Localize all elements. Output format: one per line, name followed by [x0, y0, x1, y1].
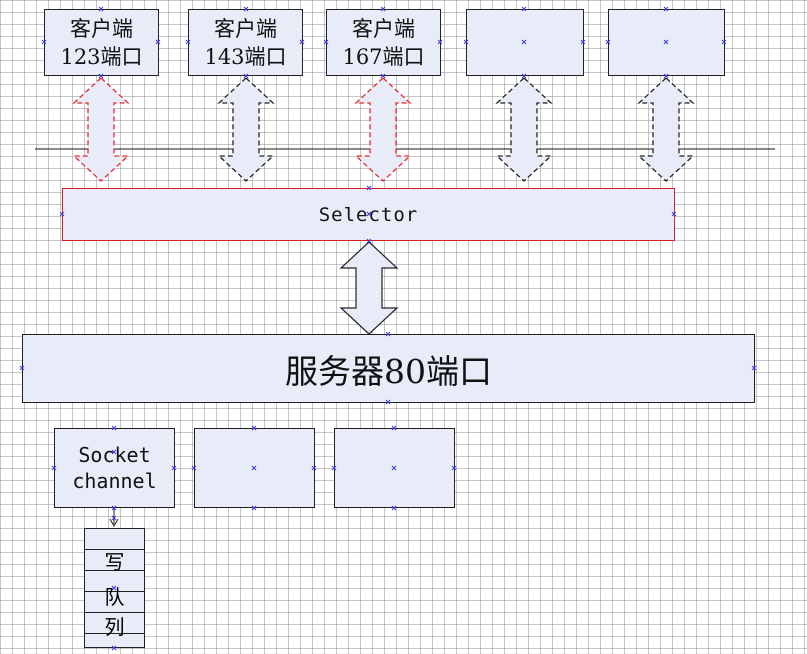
connection-point-marker: [111, 515, 117, 521]
queue-char-1: 写: [104, 549, 125, 574]
connection-point-marker: [605, 39, 611, 45]
client-arrow-0: [72, 77, 130, 182]
connection-point-marker: [721, 39, 727, 45]
connection-point-marker: [366, 211, 372, 217]
connection-point-marker: [111, 425, 117, 431]
queue-slot-2: 队: [85, 571, 144, 609]
connector-arrowhead-icon: [109, 518, 119, 528]
connection-point-marker: [111, 645, 117, 651]
client-arrow-2: [354, 77, 412, 182]
connection-point-marker: [521, 6, 527, 12]
client-1-line1: 客户端: [214, 16, 277, 41]
client-arrow-3: [495, 77, 553, 182]
connection-point-marker: [155, 39, 161, 45]
connection-point-marker: [243, 73, 249, 79]
client-0-line2: 123端口: [60, 44, 143, 69]
connection-point-marker: [251, 505, 257, 511]
connection-point-marker: [380, 73, 386, 79]
connection-point-marker: [98, 73, 104, 79]
client-1-line2: 143端口: [204, 44, 287, 69]
connection-point-marker: [391, 465, 397, 471]
connection-point-marker: [521, 73, 527, 79]
connection-point-marker: [311, 465, 317, 471]
channel-0-line1: Socket: [78, 443, 151, 467]
queue-char-3: 列: [104, 615, 125, 639]
client-2-line1: 客户端: [352, 16, 415, 41]
connection-point-marker: [451, 465, 457, 471]
server-box: 服务器80端口: [22, 334, 755, 403]
connection-point-marker: [380, 6, 386, 12]
connection-point-marker: [385, 399, 391, 405]
connection-point-marker: [366, 185, 372, 191]
connection-point-marker: [366, 238, 372, 244]
connection-point-marker: [171, 465, 177, 471]
queue-slot-1: 写: [85, 550, 144, 574]
channel-0-line2: channel: [72, 469, 157, 493]
connection-point-marker: [243, 6, 249, 12]
connection-point-marker: [111, 505, 117, 511]
connection-point-marker: [385, 331, 391, 337]
connection-point-marker: [111, 449, 117, 455]
queue-char-2: 队: [104, 585, 125, 609]
connection-point-marker: [663, 39, 669, 45]
connection-point-marker: [463, 39, 469, 45]
connection-point-marker: [251, 425, 257, 431]
connection-point-marker: [751, 365, 757, 371]
connection-point-marker: [41, 39, 47, 45]
queue-slot-empty: [85, 529, 144, 550]
connection-point-marker: [185, 39, 191, 45]
connection-point-marker: [663, 73, 669, 79]
connection-point-marker: [663, 6, 669, 12]
server-label: 服务器80端口: [285, 351, 492, 391]
connection-point-marker: [671, 211, 677, 217]
connection-point-marker: [51, 465, 57, 471]
connection-markers: [19, 6, 757, 651]
connection-point-marker: [59, 211, 65, 217]
client-arrow-1: [217, 77, 275, 182]
connection-point-marker: [299, 39, 305, 45]
queue-slot-3: [85, 592, 144, 613]
connection-point-marker: [19, 365, 25, 371]
connection-point-marker: [437, 39, 443, 45]
connection-point-marker: [521, 39, 527, 45]
connection-point-marker: [98, 6, 104, 12]
connection-point-marker: [331, 465, 337, 471]
connection-point-marker: [323, 39, 329, 45]
connection-point-marker: [111, 585, 117, 591]
queue-slot-4: 列: [85, 613, 144, 639]
client-0-line1: 客户端: [70, 16, 133, 41]
connection-point-marker: [391, 505, 397, 511]
connection-point-marker: [251, 465, 257, 471]
connection-point-marker: [191, 465, 197, 471]
client-arrow-4: [637, 77, 695, 182]
client-2-line2: 167端口: [342, 44, 425, 69]
connection-point-marker: [391, 425, 397, 431]
client-box-2: 客户端 167端口: [326, 9, 441, 76]
connection-point-marker: [580, 39, 586, 45]
